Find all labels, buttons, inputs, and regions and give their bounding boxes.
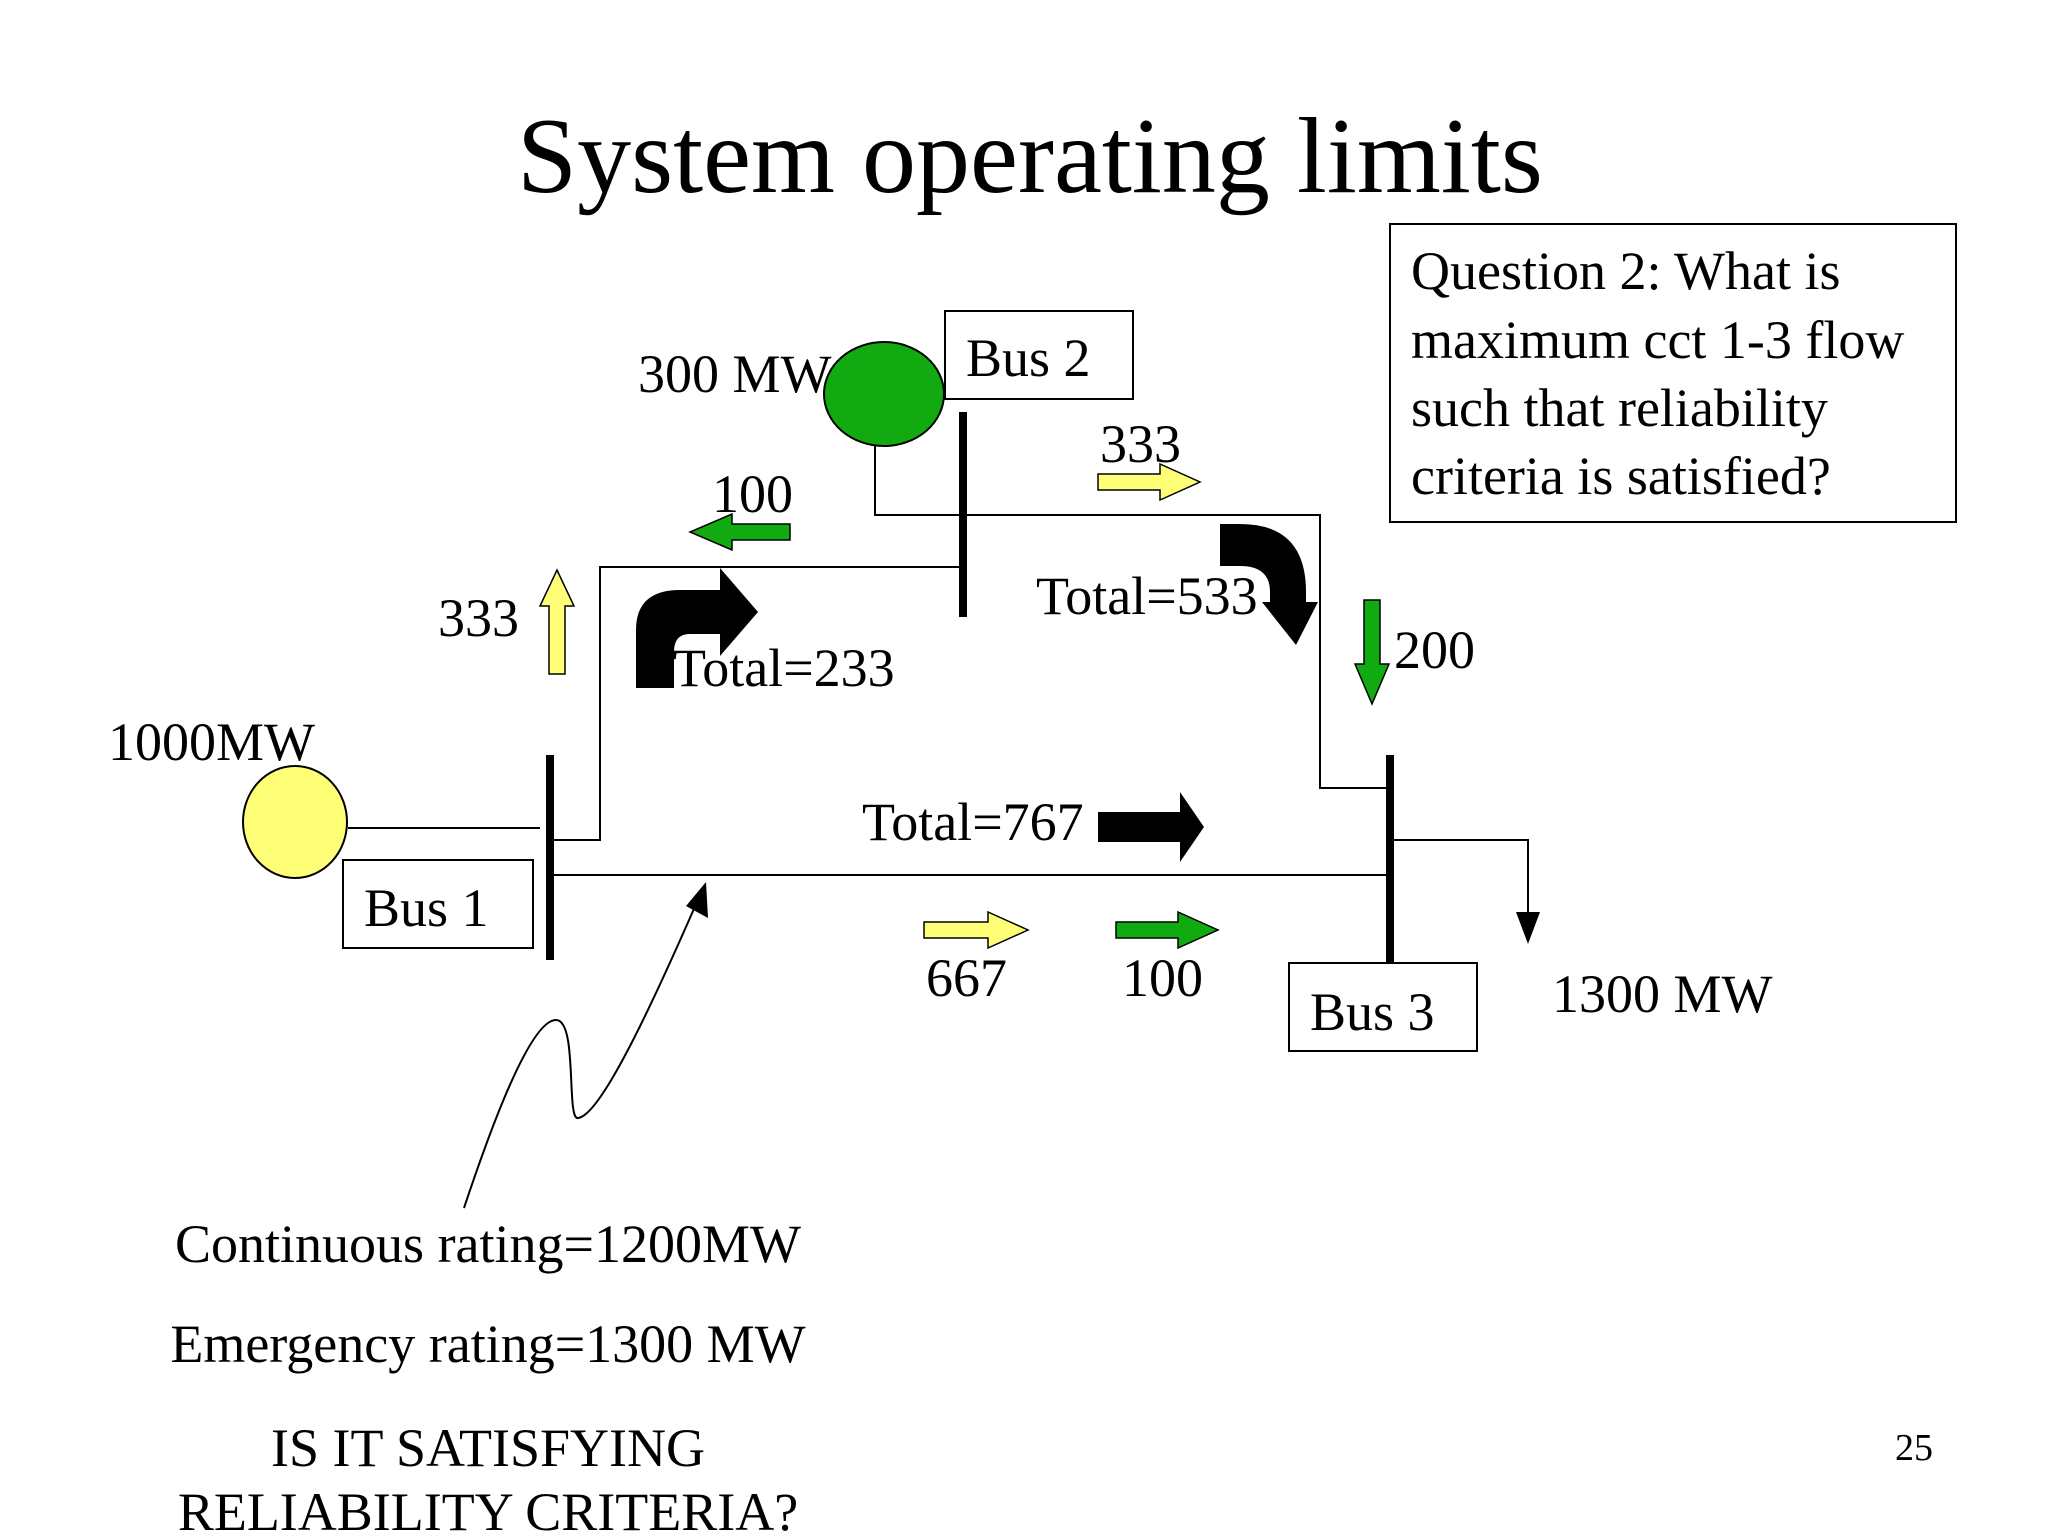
question-box	[1389, 223, 1957, 523]
load-line	[1390, 839, 1529, 915]
bus2-box	[944, 310, 1134, 400]
flow-arrow-gen2-line12	[688, 512, 791, 552]
rating-pointer-arrow-head	[686, 882, 708, 918]
flow-arrow-gen2-line13	[1115, 910, 1220, 950]
bus1-label: Bus 1	[364, 878, 489, 938]
flow-arrow-gen1-line12	[538, 568, 576, 675]
emergency-rating-label: Emergency rating=1300 MW	[170, 1314, 805, 1374]
flow-label-total-line13: Total=767	[862, 792, 1084, 852]
bottom-question-line-2: RELIABILITY CRITERIA?	[178, 1482, 798, 1536]
flow-arrow-gen1-line23	[1097, 462, 1202, 502]
slide-title: System operating limits	[517, 97, 1543, 216]
line-1-2	[550, 566, 963, 841]
flow-label-gen1-line23: 333	[1100, 414, 1181, 474]
flow-label-gen2-line23: 200	[1394, 620, 1475, 680]
generator-1	[242, 765, 348, 879]
page-number: 25	[1895, 1427, 1933, 1469]
flow-arrow-total-line13	[1098, 792, 1204, 862]
flow-arrow-total-line23	[1220, 524, 1318, 645]
question-line-4: criteria is satisfied?	[1411, 446, 1831, 506]
flow-label-gen2-line12: 100	[712, 464, 793, 524]
flow-label-gen1-line13: 667	[926, 948, 1007, 1008]
bottom-question-line-1: IS IT SATISFYING	[271, 1418, 705, 1478]
question-line-3: such that reliability	[1411, 378, 1828, 438]
question-line-1: Question 2: What is	[1411, 241, 1840, 301]
flow-label-total-line23: Total=533	[1036, 566, 1258, 626]
flow-arrow-total-line12	[636, 568, 758, 688]
bus2-label: Bus 2	[966, 328, 1091, 388]
rating-pointer-line	[463, 894, 701, 1209]
bus3-label: Bus 3	[1310, 982, 1435, 1042]
transmission-lines	[348, 440, 1529, 915]
gen2-output-label: 300 MW	[638, 344, 832, 404]
load-label: 1300 MW	[1552, 964, 1773, 1024]
bus1-box	[342, 859, 534, 949]
question-line-2: maximum cct 1-3 flow	[1411, 310, 1904, 370]
bus3-box	[1288, 962, 1478, 1052]
flow-arrow-gen2-line23	[1353, 599, 1391, 706]
flow-label-total-line12: Total=233	[673, 638, 895, 698]
load-arrow-head	[1516, 912, 1540, 944]
flow-arrow-gen1-line13	[923, 910, 1030, 950]
flow-label-gen2-line13: 100	[1122, 948, 1203, 1008]
flow-label-gen1-line12: 333	[438, 588, 519, 648]
continuous-rating-label: Continuous rating=1200MW	[175, 1214, 801, 1274]
gen1-output-label: 1000MW	[108, 712, 315, 772]
line-2-3	[874, 440, 1390, 789]
generator-2	[823, 341, 945, 447]
